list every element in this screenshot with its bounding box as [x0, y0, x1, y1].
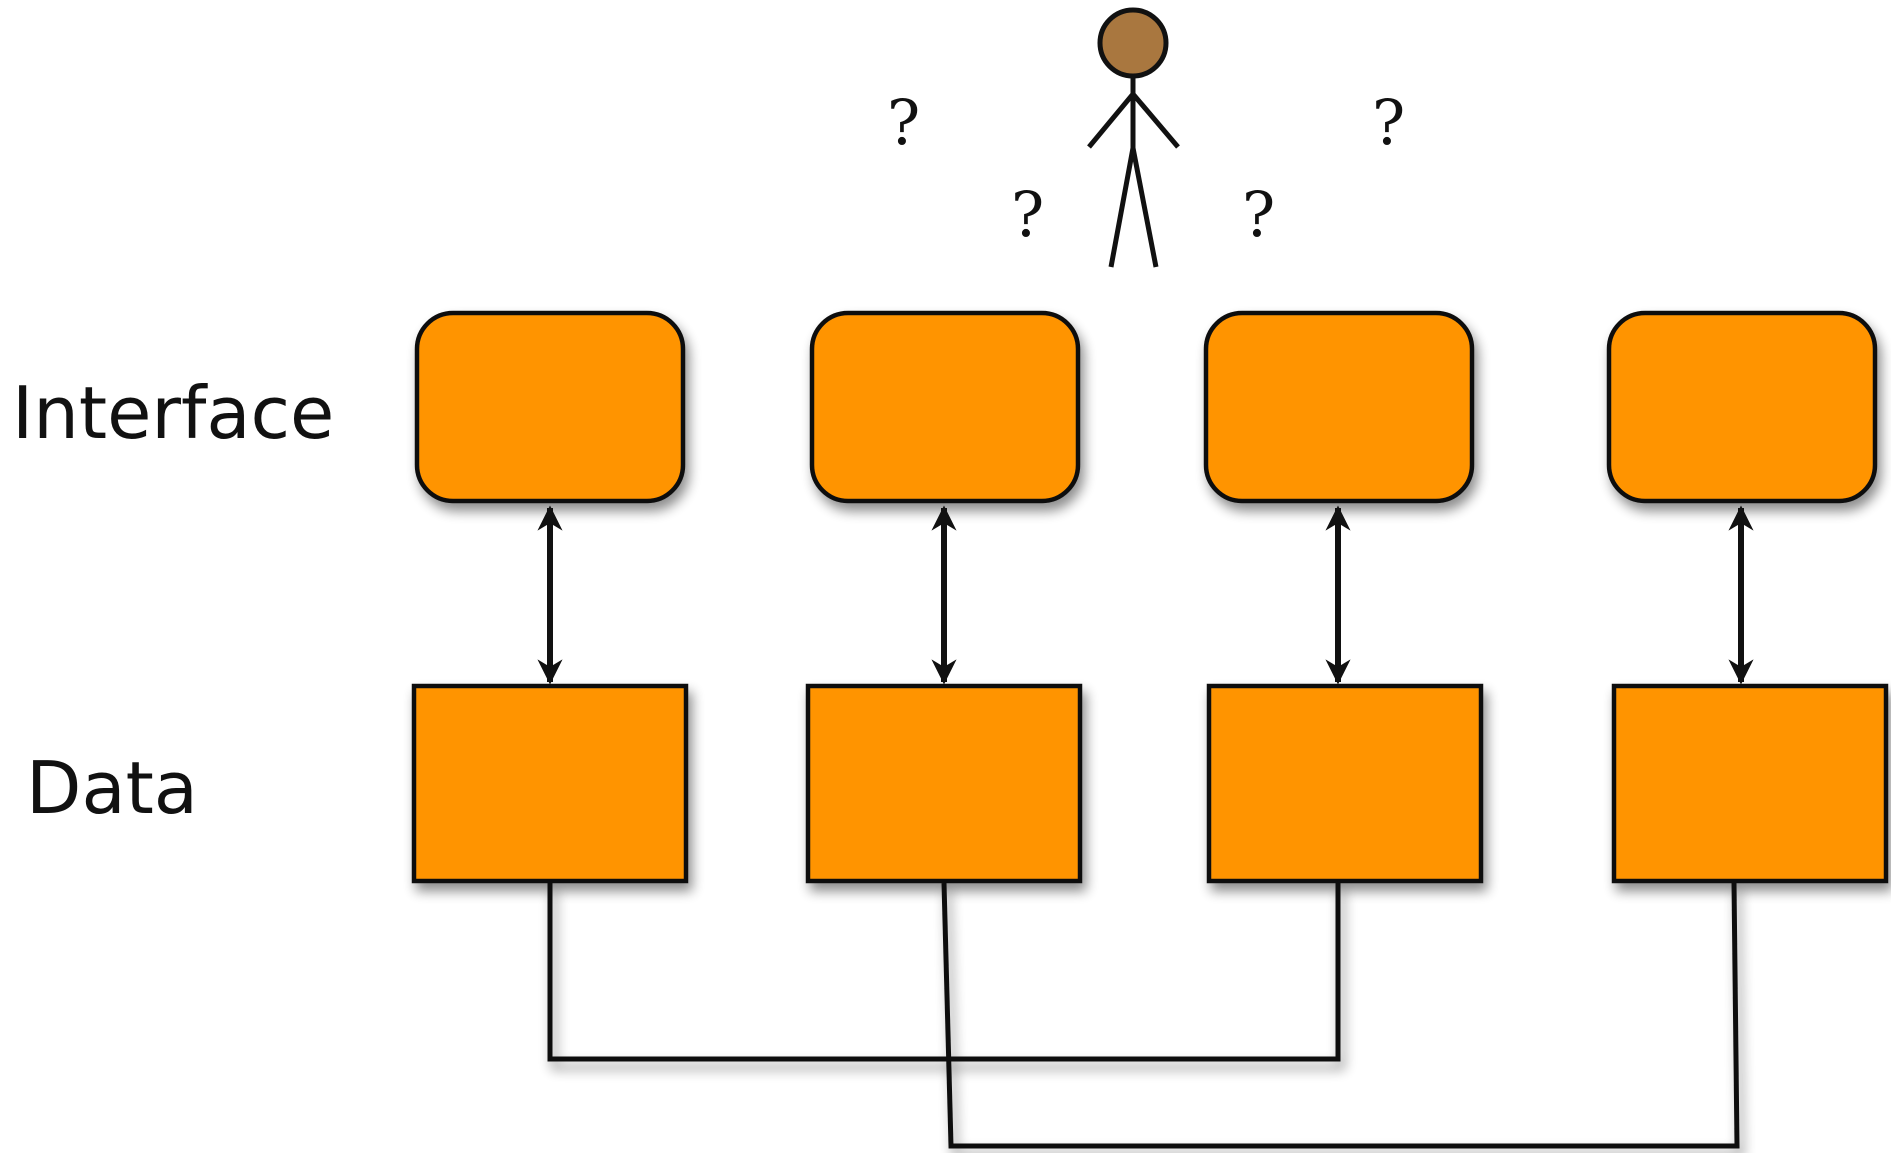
data-boxes [411, 683, 1889, 884]
data-link-1-3 [547, 883, 1341, 1062]
interface-box-2 [809, 310, 1081, 504]
data-box-2 [805, 683, 1083, 884]
user-legs [1108, 147, 1159, 268]
interface-data-arrows [537, 505, 1754, 685]
data-box-4 [1611, 683, 1889, 884]
interface-box-3 [1203, 310, 1475, 504]
data-box-3 [1206, 683, 1484, 884]
data-connections [547, 882, 1740, 1149]
data-link-2-4 [941, 882, 1740, 1149]
interface-box-4 [1606, 310, 1878, 504]
user-head [1097, 7, 1169, 79]
question-mark-icon: ? [887, 86, 920, 159]
user-arms [1087, 90, 1180, 149]
interface-row-label: Interface [12, 371, 334, 455]
interface-boxes [414, 310, 1878, 504]
data-row-label: Data [26, 746, 198, 830]
data-box-1 [411, 683, 689, 884]
question-mark-icon: ? [1011, 178, 1044, 251]
question-mark-icon: ? [1372, 86, 1405, 159]
interface-box-1 [414, 310, 686, 504]
stick-figure-icon [1087, 7, 1180, 268]
question-mark-icon: ? [1242, 178, 1275, 251]
